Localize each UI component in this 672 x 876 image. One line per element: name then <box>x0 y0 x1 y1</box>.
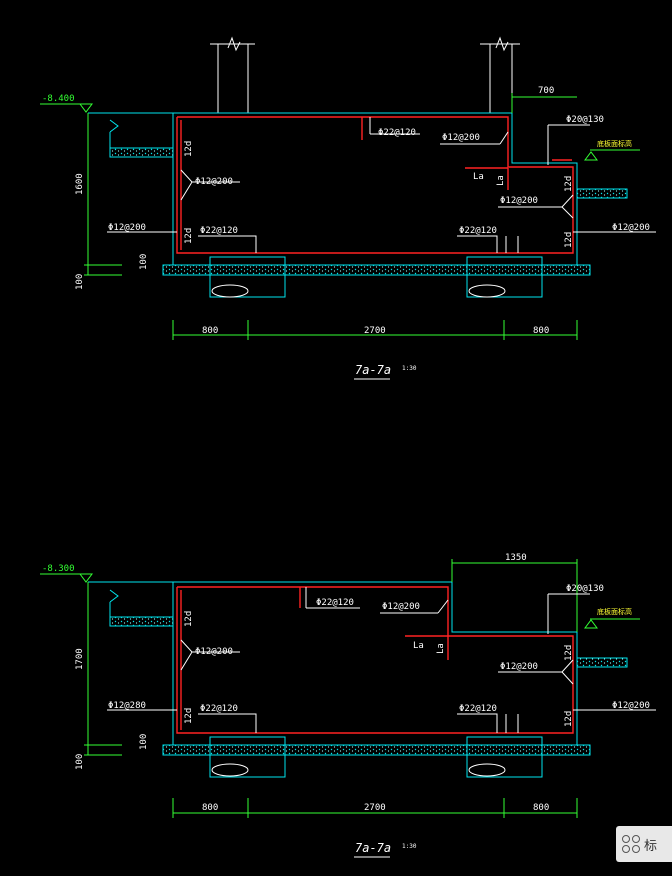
floating-tool-widget[interactable]: 标 <box>616 826 672 862</box>
bottom-dim-1: 800 <box>202 803 218 813</box>
section-drawing-1: -8.400 <box>40 36 656 380</box>
rebar-main-cage <box>176 586 574 734</box>
slab-dim: 100 <box>139 734 149 750</box>
left-wall-label: Φ12@200 <box>195 647 233 657</box>
height-dim: 1600 <box>75 173 85 195</box>
bottom-left-label: Φ22@120 <box>200 704 238 714</box>
bottom-dim-2: 2700 <box>364 326 386 336</box>
top-right-bar-label: Φ12@200 <box>382 602 420 612</box>
anchor-label-2: La <box>496 175 506 186</box>
section-drawing-2: -8.300 1700 100 100 1350 <box>40 553 656 858</box>
top-bar-label: Φ22@120 <box>378 128 416 138</box>
height-dim: 1700 <box>75 648 85 670</box>
hook-label-4: 12d <box>564 232 574 248</box>
base-dim: 100 <box>75 754 85 770</box>
column-right <box>480 36 520 113</box>
step-bar-label: Φ20@130 <box>566 115 604 125</box>
elevation-triangle-icon <box>79 573 93 583</box>
bottom-right-label: Φ22@120 <box>459 226 497 236</box>
left-wall-label: Φ12@200 <box>195 177 233 187</box>
bottom-dim-3: 800 <box>533 803 549 813</box>
widget-label[interactable]: 标 <box>644 838 658 854</box>
left-ext-label: Φ12@200 <box>108 223 146 233</box>
hook-label-4: 12d <box>564 711 574 727</box>
base-slab <box>162 264 591 276</box>
base-dim: 100 <box>75 274 85 290</box>
top-bar-label: Φ22@120 <box>316 598 354 608</box>
left-ext-label: Φ12@280 <box>108 701 146 711</box>
anchor-label-2: La <box>436 643 446 654</box>
hook-label-2: 12d <box>564 645 574 661</box>
rebar-main-cage <box>176 116 574 254</box>
pile-left <box>209 736 286 778</box>
bottom-dim-2: 2700 <box>364 803 386 813</box>
elevation-label: -8.400 <box>42 94 75 104</box>
hook-label-1: 12d <box>184 611 194 627</box>
anchor-label-1: La <box>473 172 484 182</box>
pile-left <box>209 256 286 298</box>
bottom-right-label: Φ22@120 <box>459 704 497 714</box>
step-note: 底板面标高 <box>597 139 632 148</box>
hook-label-3: 12d <box>184 708 194 724</box>
level-triangle-icon <box>584 619 598 629</box>
bottom-left-label: Φ22@120 <box>200 226 238 236</box>
section-title: 7a-7a <box>355 363 391 377</box>
elevation-triangle-icon <box>79 103 93 113</box>
right-ext-label: Φ12@200 <box>612 223 650 233</box>
base-slab <box>162 744 591 756</box>
grid-icon[interactable] <box>622 835 640 853</box>
bottom-dim-1: 800 <box>202 326 218 336</box>
level-triangle-icon <box>584 151 598 161</box>
anchor-label-1: La <box>413 641 424 651</box>
structure-outline <box>88 112 591 276</box>
pile-right <box>466 736 543 778</box>
right-ext-label: Φ12@200 <box>612 701 650 711</box>
slab-strip-left <box>109 616 174 627</box>
hook-label-1: 12d <box>184 141 194 157</box>
bottom-dim-3: 800 <box>533 326 549 336</box>
step-dim: 1350 <box>505 553 527 563</box>
hook-label-3: 12d <box>184 228 194 244</box>
slab-dim: 100 <box>139 254 149 270</box>
slab-strip-right <box>576 188 628 199</box>
top-right-bar-label: Φ12@200 <box>442 133 480 143</box>
elevation-label: -8.300 <box>42 564 75 574</box>
right-wall-label: Φ12@200 <box>500 662 538 672</box>
step-note: 底板面标高 <box>597 607 632 616</box>
column-left <box>210 36 255 113</box>
slab-strip-right <box>576 657 628 668</box>
step-bar-label: Φ20@130 <box>566 584 604 594</box>
section-scale: 1:30 <box>402 843 417 850</box>
right-wall-label: Φ12@200 <box>500 196 538 206</box>
hook-label-2: 12d <box>564 176 574 192</box>
section-scale: 1:30 <box>402 365 417 372</box>
pile-right <box>466 256 543 298</box>
section-title: 7a-7a <box>355 841 391 855</box>
slab-strip-left <box>109 147 174 158</box>
step-dim: 700 <box>538 86 554 96</box>
